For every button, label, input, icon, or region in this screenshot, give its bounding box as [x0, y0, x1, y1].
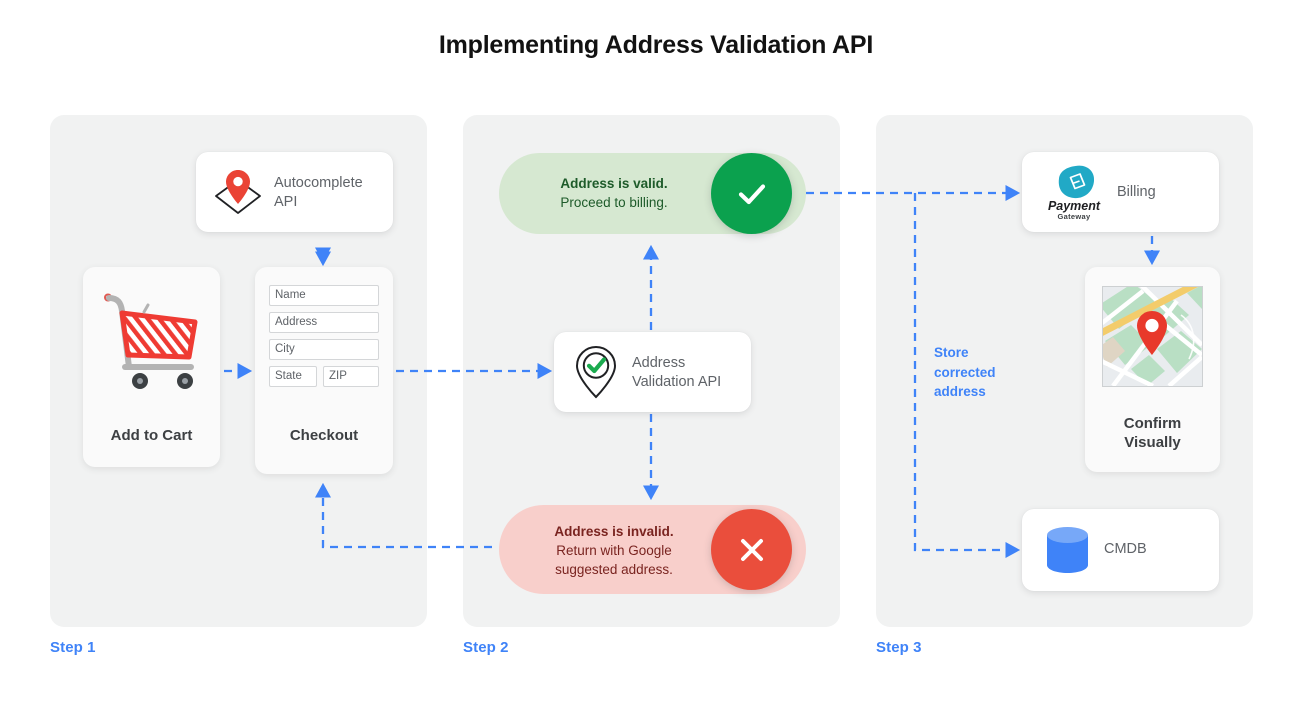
cmdb-card[interactable]: CMDB — [1022, 509, 1219, 591]
address-validation-api-label: Address Validation API — [632, 355, 722, 390]
autocomplete-api-card[interactable]: Autocomplete API — [196, 152, 393, 232]
checkout-city-field[interactable]: City — [269, 339, 379, 360]
checkout-address-field[interactable]: Address — [269, 312, 379, 333]
shopping-cart-icon — [104, 293, 198, 389]
step-3-label: Step 3 — [876, 639, 922, 656]
store-corrected-address-note: Store corrected address — [934, 345, 996, 399]
svg-text:Gateway: Gateway — [1058, 212, 1091, 221]
step-1-label: Step 1 — [50, 639, 96, 656]
map-pin-diamond-icon — [215, 170, 261, 214]
autocomplete-api-label: Autocomplete API — [274, 175, 363, 210]
cmdb-label: CMDB — [1104, 541, 1147, 557]
checkout-name-field[interactable]: Name — [269, 285, 379, 306]
check-icon — [711, 153, 792, 234]
address-valid-headline: Address is valid. — [560, 176, 668, 191]
address-valid-detail: Proceed to billing. — [560, 195, 668, 210]
address-validation-api-card[interactable]: Address Validation API — [554, 332, 751, 412]
invalid-status-badge — [711, 509, 792, 590]
close-icon — [711, 509, 792, 590]
payment-gateway-logo: Payment Gateway — [1048, 165, 1101, 221]
step-2-label: Step 2 — [463, 639, 509, 656]
billing-card[interactable]: Payment Gateway Billing — [1022, 152, 1219, 232]
page-title: Implementing Address Validation API — [438, 31, 874, 59]
checkout-zip-field[interactable]: ZIP — [323, 366, 379, 387]
billing-label: Billing — [1117, 184, 1156, 200]
address-valid-text: Address is valid. Proceed to billing. — [499, 174, 729, 212]
svg-text:Payment: Payment — [1048, 199, 1101, 213]
pin-check-icon — [575, 345, 617, 399]
map-thumbnail — [1102, 286, 1203, 387]
confirm-visually-caption: Confirm Visually — [1123, 415, 1182, 451]
valid-status-badge — [711, 153, 792, 234]
address-invalid-text: Address is invalid. Return with Google s… — [499, 522, 729, 579]
checkout-card[interactable]: Name Address City State ZIP Checkout — [255, 267, 393, 474]
checkout-state-field[interactable]: State — [269, 366, 317, 387]
address-invalid-headline: Address is invalid. — [554, 524, 674, 539]
database-icon — [1047, 527, 1088, 573]
checkout-caption: Checkout — [289, 427, 359, 444]
confirm-visually-card[interactable]: Confirm Visually — [1085, 267, 1220, 472]
add-to-cart-card[interactable]: Add to Cart — [83, 267, 220, 467]
address-invalid-detail: Return with Google suggested address. — [555, 543, 673, 577]
add-to-cart-caption: Add to Cart — [110, 427, 193, 444]
